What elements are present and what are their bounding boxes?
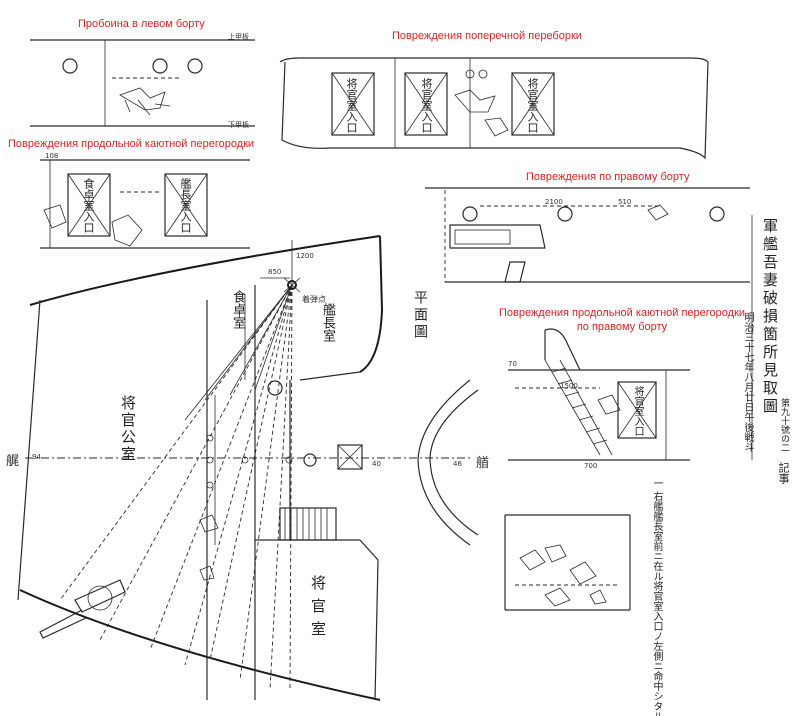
entrance-label-1: 将官室入口 [345, 78, 358, 133]
room-captain: 艦長室 [320, 303, 335, 342]
panel-longitudinal-bulkhead [40, 159, 250, 249]
room-wardroom: 将官公室 [119, 395, 137, 463]
lower-deck-label: 下甲板 [228, 121, 249, 129]
caption-longitudinal-starboard-line2: по правому борту [576, 321, 668, 333]
panel-transverse-bulkhead [279, 57, 709, 160]
plan-label: 平面圖 [412, 290, 428, 341]
caption-longitudinal-starboard: Повреждения продольной каютной перегород… [487, 306, 757, 334]
room-dining: 食卓室 [230, 290, 245, 329]
dim-850: 850 [268, 268, 282, 276]
dim-46: 46 [453, 460, 462, 468]
panel-longitudinal-starboard [508, 328, 690, 461]
japanese-title: 軍艦吾妻破損箇所見取圖 [761, 218, 779, 416]
dim-94: 94 [32, 453, 41, 461]
memo-title: 記事 [777, 462, 790, 484]
bow-label: 艏 [476, 456, 490, 471]
dim-510: 510 [618, 198, 632, 206]
impact-label: 着弾点 [302, 295, 326, 304]
caption-starboard-side: Повреждения по правому борту [526, 171, 690, 183]
entrance-label-3: 将官室入口 [526, 78, 539, 133]
caption-transverse-bulkhead: Повреждения поперечной переборки [392, 30, 582, 42]
panel-starboard-side [425, 187, 750, 283]
dim-2100: 2100 [545, 198, 563, 206]
japanese-date: 明治三十七年八月廿日午後戦斗 [742, 312, 753, 452]
fragment-lines [59, 284, 293, 691]
dining-entrance-label: 食卓室入口 [82, 178, 95, 233]
caption-longitudinal-bulkhead: Повреждения продольной каютной перегород… [8, 138, 255, 150]
caption-left-side-hole: Пробоина в левом борту [78, 18, 205, 30]
memo-text: 一 右艦艦長室前ニ在ル将官室入口ノ左側ニ命中シタル敵弾ハ此處ニテ炸裂シ之ガ破片ハ… [648, 478, 664, 716]
panel-lower-damage [504, 514, 631, 611]
japanese-note: 第九十號の二 [779, 398, 789, 452]
dim-108: 108 [45, 152, 59, 160]
room-flag-officer: 将官室 [309, 575, 327, 644]
dim-70: 70 [508, 360, 517, 368]
dim-1200: 1200 [296, 252, 314, 260]
main-plan-view [17, 235, 479, 701]
captain-entrance-label: 艦長室入口 [179, 178, 192, 233]
upper-deck-label: 上甲板 [228, 33, 249, 41]
dim-40: 40 [372, 460, 381, 468]
caption-longitudinal-starboard-line1: Повреждения продольной каютной перегород… [498, 307, 746, 319]
entrance-label-2: 将官室入口 [420, 78, 433, 133]
dim-1500: 1500 [560, 382, 578, 390]
stern-label: 艉 [6, 454, 20, 469]
entrance-label-starboard: 将官室入口 [632, 386, 643, 436]
dim-700: 700 [584, 462, 598, 470]
panel-left-side-hole [30, 39, 255, 127]
